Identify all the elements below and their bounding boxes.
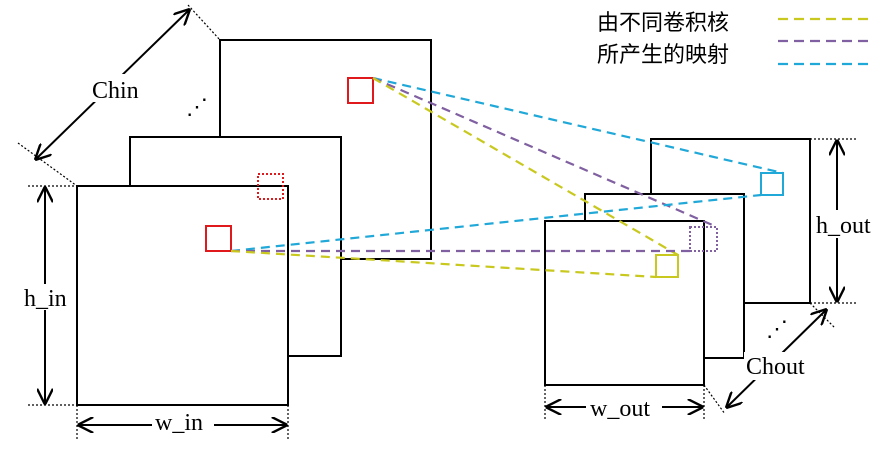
input-ellipsis: ⋰ <box>186 94 208 119</box>
map-line-yellow-1 <box>372 77 679 256</box>
kernel-back <box>347 77 374 104</box>
h-out-label-bg <box>814 210 882 238</box>
w-out-label: w_out <box>590 396 650 422</box>
output-feature-map-front <box>544 220 705 386</box>
input-feature-map-front <box>76 185 289 406</box>
kernel-middle-dotted <box>257 173 284 200</box>
output-cell-yellow <box>655 254 679 278</box>
chout-label: Chout <box>746 354 805 380</box>
output-ellipsis: ⋰ <box>766 316 788 341</box>
output-cell-cyan <box>760 172 784 196</box>
kernel-front <box>205 225 232 252</box>
h-in-label-bg <box>22 284 74 310</box>
output-cell-purple <box>689 226 718 252</box>
legend-line-1: 由不同卷积核 <box>597 11 729 36</box>
map-line-purple-1 <box>372 76 718 229</box>
legend: 由不同卷积核 所产生的映射 <box>597 11 868 68</box>
w-in-label: w_in <box>155 410 203 436</box>
chout-ext-bottom <box>703 384 726 415</box>
h-in-label: h_in <box>24 286 67 312</box>
chin-label-bg <box>90 74 148 102</box>
h-out-label: h_out <box>816 213 871 239</box>
chout-ext-top <box>809 302 836 329</box>
chin-extension-bottom <box>17 142 78 187</box>
legend-line-2: 所产生的映射 <box>597 43 729 68</box>
chin-label: Chin <box>92 78 139 104</box>
chin-extension-top <box>187 4 221 41</box>
chout-label-bg <box>744 352 818 380</box>
map-line-yellow-2 <box>230 249 657 279</box>
map-line-cyan-1 <box>372 76 784 175</box>
w-out-label-bg <box>586 392 662 420</box>
w-in-label-bg <box>152 408 214 436</box>
